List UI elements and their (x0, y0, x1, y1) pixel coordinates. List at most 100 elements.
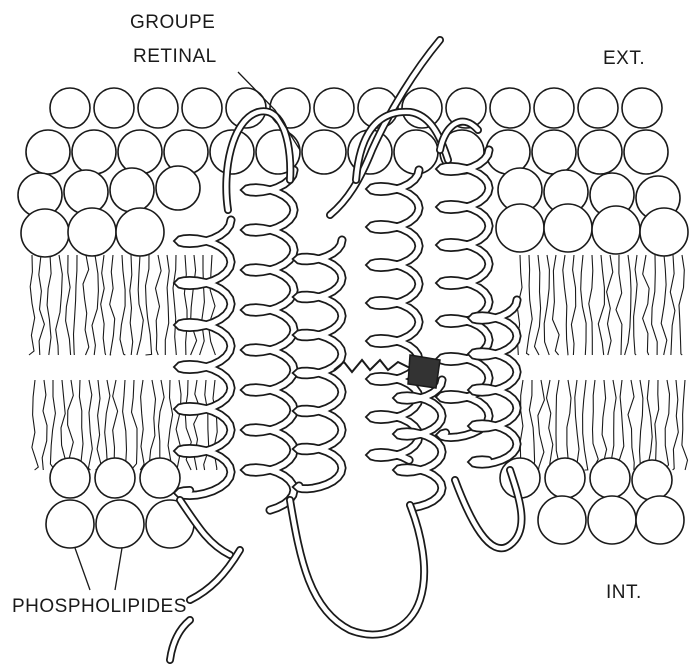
phospholipid-head (116, 208, 164, 256)
lipid-tail (589, 255, 593, 355)
retinal-chain (334, 360, 410, 372)
phospholipid-head (590, 458, 630, 498)
c-terminal-strand-upper (190, 550, 240, 600)
lipid-tail (670, 255, 675, 355)
phospholipid-head (50, 88, 90, 128)
lipid-tail (50, 380, 55, 470)
lipid-tail (616, 255, 622, 355)
lipid-tail (598, 255, 604, 355)
helix-2-fill (246, 170, 294, 510)
lipid-tail (168, 380, 173, 470)
lipid-tail (173, 255, 176, 355)
phospholipid-head (578, 130, 622, 174)
lipid-tail (83, 255, 89, 355)
lipid-tail (625, 255, 631, 355)
phospholipid-head (624, 130, 668, 174)
lipid-tail (640, 380, 643, 470)
lipid-tail (110, 255, 115, 355)
phospholipid-head (118, 130, 162, 174)
lipid-tail (661, 255, 667, 355)
phospholipid-head (302, 130, 346, 174)
retinal-group-label-line2: RETINAL (133, 46, 217, 68)
lipid-tail (634, 255, 638, 355)
lipid-tail (200, 255, 205, 355)
phospholipid-head (588, 496, 636, 544)
loop-int-2-fill (290, 500, 424, 635)
lipid-tail (563, 255, 569, 355)
lipid-tail (529, 380, 534, 470)
phospholipid-head (156, 166, 200, 210)
lipid-tail (204, 380, 209, 470)
phospholipid-head (314, 88, 354, 128)
lipid-tail (544, 255, 549, 355)
lipid-tail (92, 255, 98, 355)
lipid-tail (88, 380, 92, 470)
lipid-tail (209, 255, 216, 355)
lipid-tail (101, 255, 106, 355)
lipid-tail (571, 255, 575, 355)
phospholipid-head (110, 168, 154, 212)
phospholipid-head (545, 458, 585, 498)
lipid-tail (566, 380, 571, 470)
lipid-tail (602, 380, 607, 470)
lipid-tail (165, 255, 169, 355)
lipid-tails (29, 255, 688, 470)
phospholipid-head (534, 88, 574, 128)
lipid-tail (583, 380, 588, 470)
exterior-label: EXT. (603, 48, 645, 70)
lipid-heads (18, 88, 688, 548)
lipid-tail (520, 380, 523, 470)
lipid-tail (665, 380, 669, 470)
lipid-tail (652, 255, 658, 355)
phospholipid-head (496, 204, 544, 252)
lipid-tail (619, 380, 625, 470)
lipid-tail (679, 255, 684, 355)
lipid-tail (610, 380, 616, 470)
lipid-tail (156, 255, 162, 355)
lipid-tail (553, 255, 560, 355)
lipid-tail (79, 380, 83, 470)
lipid-tail (149, 380, 156, 470)
phospholipid-head (490, 88, 530, 128)
interior-label: INT. (606, 582, 642, 604)
lipid-tail (105, 380, 110, 470)
lipid-tail (32, 380, 38, 470)
lipid-tail (673, 380, 679, 470)
lipid-tail (61, 380, 65, 470)
phospholipid-head (72, 130, 116, 174)
loop-int-2 (290, 500, 424, 635)
lipid-tail (655, 380, 659, 470)
lipid-tail (131, 380, 137, 470)
lipid-tail (96, 380, 102, 470)
phospholipid-head (21, 209, 69, 257)
lipid-tail (29, 255, 35, 355)
lipid-tail (538, 380, 545, 470)
phospholipid-head (26, 130, 70, 174)
lipid-tail (146, 255, 152, 355)
phospholipid-leader-right (115, 548, 122, 590)
phospholipid-head (50, 458, 90, 498)
lipid-tail (113, 380, 118, 470)
lipid-tail (682, 380, 688, 470)
phospholipid-head (182, 88, 222, 128)
phospholipids-label: PHOSPHOLIPIDES (12, 596, 187, 618)
lipid-tail (56, 255, 63, 355)
lipid-tail (159, 380, 165, 470)
lipid-tail (547, 380, 553, 470)
lipid-tail (527, 255, 533, 355)
lipid-tail (575, 380, 579, 470)
lipid-tail (643, 255, 650, 355)
lipid-tail (66, 255, 71, 355)
lipid-tail (593, 380, 599, 470)
phospholipid-head (640, 208, 688, 256)
lipid-tail (607, 255, 613, 355)
phospholipid-head (544, 204, 592, 252)
phospholipid-head (578, 88, 618, 128)
phospholipid-head (95, 458, 135, 498)
phospholipid-head (64, 170, 108, 214)
phospholipid-head (532, 130, 576, 174)
lipid-tail (535, 255, 541, 355)
lipid-tail (556, 380, 562, 470)
phospholipid-head (94, 88, 134, 128)
